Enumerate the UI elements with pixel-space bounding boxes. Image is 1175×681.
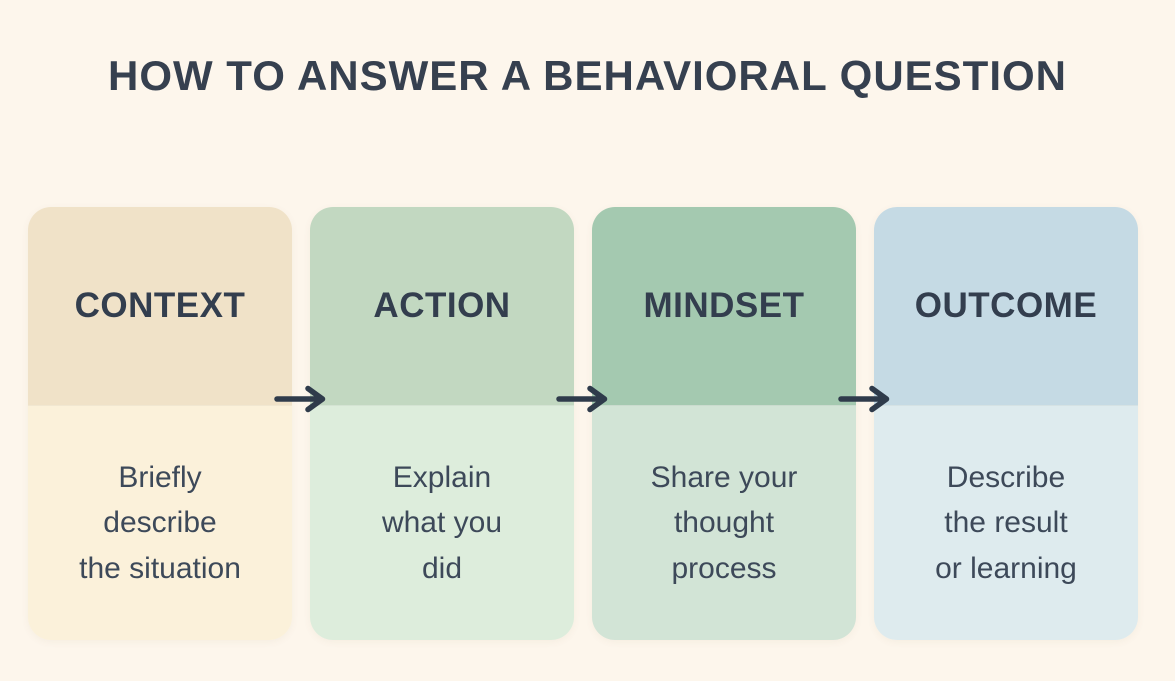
step-label: ACTION <box>373 286 511 325</box>
step-description: Explain what you did <box>381 460 503 585</box>
step-card-context-body: Briefly describe the situation <box>28 405 292 640</box>
step-card-outcome-body: Describe the result or learning <box>874 405 1138 640</box>
step-card-action-header: ACTION <box>310 207 574 405</box>
step-card-action-body: Explain what you did <box>310 405 574 640</box>
step-label: MINDSET <box>643 286 805 325</box>
step-card-mindset-header: MINDSET <box>592 207 856 405</box>
page-title: HOW TO ANSWER A BEHAVIORAL QUESTION <box>107 52 1068 99</box>
arrow-right-icon <box>556 385 608 413</box>
steps-row: CONTEXT Briefly describe the situation A… <box>28 207 1138 640</box>
step-card-action: ACTION Explain what you did <box>310 207 574 640</box>
step-card-outcome-header: OUTCOME <box>874 207 1138 405</box>
step-description: Describe the result or learning <box>935 460 1077 585</box>
arrow-right-icon <box>274 385 326 413</box>
step-description: Briefly describe the situation <box>79 460 241 585</box>
step-card-mindset-body: Share your thought process <box>592 405 856 640</box>
step-card-context: CONTEXT Briefly describe the situation <box>28 207 292 640</box>
arrow-right-icon <box>838 385 890 413</box>
step-card-outcome: OUTCOME Describe the result or learning <box>874 207 1138 640</box>
step-label: CONTEXT <box>74 286 246 325</box>
step-card-mindset: MINDSET Share your thought process <box>592 207 856 640</box>
step-description: Share your thought process <box>650 460 798 585</box>
step-card-context-header: CONTEXT <box>28 207 292 405</box>
step-label: OUTCOME <box>914 286 1098 325</box>
